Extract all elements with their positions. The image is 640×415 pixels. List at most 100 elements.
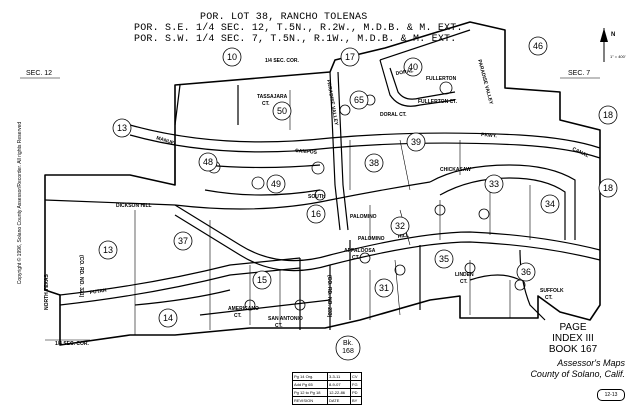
parcel-circle [340,47,360,67]
street-co-rd: (CO. RD. NO. 321) [78,255,84,298]
street-labels: MANUEL CAMPOS PKWY. CANAL DICKSON HILL T… [44,58,590,347]
parcel-circle [403,57,423,77]
book-168-circle [335,335,361,361]
revision-date: 12-22-86 [327,388,351,397]
street-americano-ct: CT. [234,313,242,319]
revision-date: DATE [327,396,351,405]
parcel-circle [266,174,286,194]
parcel-circle [406,132,426,152]
parcel-circle [598,105,618,125]
map-code-badge: 12-13 [597,389,625,401]
street-hill: HILL [397,232,409,239]
parcel-14: 14 [163,313,173,323]
cul-de-sacs [207,81,526,311]
parcel-13-bottom: 13 [103,245,113,255]
parcel-circle [198,152,218,172]
street-dickson-hill: DICKSON HILL [116,203,152,209]
parcel-circle [484,174,504,194]
parcel-circle [528,36,548,56]
parcel-circle [434,249,454,269]
street-linden: LINDEN [455,272,474,278]
header-line-3: POR. S.W. 1/4 SEC. 7, T.5N., R.1W., M.D.… [134,34,457,45]
parcel-circle [222,47,242,67]
outer-boundary [44,21,601,346]
sec-cor-top: 1/4 SEC. COR. [265,58,300,64]
revision-label: Pg 12 to Pg 18 [292,388,328,397]
revision-by: BY [350,396,362,405]
street-linden-ct: CT. [460,279,468,285]
parcel-38: 38 [369,158,379,168]
parcel-35: 35 [439,254,449,264]
street-campos: CAMPOS [295,148,318,156]
parcel-49: 49 [271,179,281,189]
parcel-40: 40 [408,62,418,72]
lot-lines [20,77,600,341]
street-south: SOUTH [308,194,326,200]
north-arrow-icon [600,28,608,62]
revision-by: CV [350,372,362,381]
street-tassajara: TASSAJARA [257,94,288,100]
revision-by: FG [350,380,362,389]
parcel-circle [540,194,560,214]
county-label: County of Solano, Calif. [530,369,625,379]
street-canal: CANAL [571,146,589,159]
parcel-34: 34 [545,199,555,209]
assessor-maps-label: Assessor's Maps [557,358,625,368]
book-ref-bk: Bk. [343,340,353,347]
parcel-circle [112,118,132,138]
parcel-circle [272,101,292,121]
parcel-circle [390,216,410,236]
street-co-rd-2: (CO. RD. NO. 233) [326,275,332,318]
street-americano: AMERICANO [228,306,259,312]
header-line-1: POR. LOT 38, RANCHO TOLENAS [200,12,368,23]
revision-label: REVISION [292,396,328,405]
sec-cor-bottom: 1/4 SEC. COR. [55,341,90,347]
page-info-book: BOOK 167 [548,344,598,355]
parcel-10: 10 [227,52,237,62]
revision-label: Add Pg 65 [292,380,328,389]
parcel-circle [516,262,536,282]
section-label-left: SEC. 12 [26,70,53,77]
parcel-50: 50 [277,106,287,116]
section-label-right: SEC. 7 [568,70,591,77]
parcel-17: 17 [345,52,355,62]
revision-date: 3-3-11 [327,372,351,381]
revision-row: Pg 12 to Pg 18 12-22-86 PD [292,388,362,397]
header-line-2: POR. S.E. 1/4 SEC. 12, T.5N., R.2W., M.D… [134,23,463,34]
page-info-block: PAGE INDEX III BOOK 167 [536,322,610,355]
street-chickasaw: CHICKASAW [440,167,471,173]
parcel-18-top: 18 [603,110,613,120]
parcel-65: 65 [354,95,364,105]
revision-date: 8-9-07 [327,380,351,389]
parcel-39: 39 [411,137,421,147]
scale-text: 1" = 400' [610,54,626,59]
parcel-labels: 10 13 13 14 15 16 17 18 18 31 32 33 34 [98,36,618,328]
parcel-31: 31 [379,283,389,293]
street-doral-ct: DORAL CT. [380,112,407,118]
parcel-circle [306,204,326,224]
parcel-circle [173,231,193,251]
street-appaloosa: APPALOOSA [344,248,376,254]
street-north-texas: NORTH TEXAS [44,274,50,311]
street-tassajara-ct: CT. [262,101,270,107]
parcel-circle [598,178,618,198]
parcel-16: 16 [311,209,321,219]
revision-label: Pg 14 Org. [292,372,328,381]
page-info-page: PAGE [559,322,587,333]
street-fullerton-ct: FULLERTON CT. [418,99,458,105]
revision-table: Pg 14 Org. 3-3-11 CV Add Pg 65 8-9-07 FG… [292,372,362,405]
revision-row: Add Pg 65 8-9-07 FG [292,380,362,389]
north-symbol: N [611,32,616,38]
parcel-15: 15 [257,275,267,285]
revision-row: Pg 14 Org. 3-3-11 CV [292,372,362,381]
parcel-circle [374,278,394,298]
parcel-36: 36 [521,267,531,277]
page-info-index: INDEX III [552,333,594,344]
parcel-circle [252,270,272,290]
parcel-37: 37 [178,236,188,246]
parcel-46: 46 [533,41,543,51]
street-doral: DORAL [395,68,414,77]
parcel-circle [158,308,178,328]
